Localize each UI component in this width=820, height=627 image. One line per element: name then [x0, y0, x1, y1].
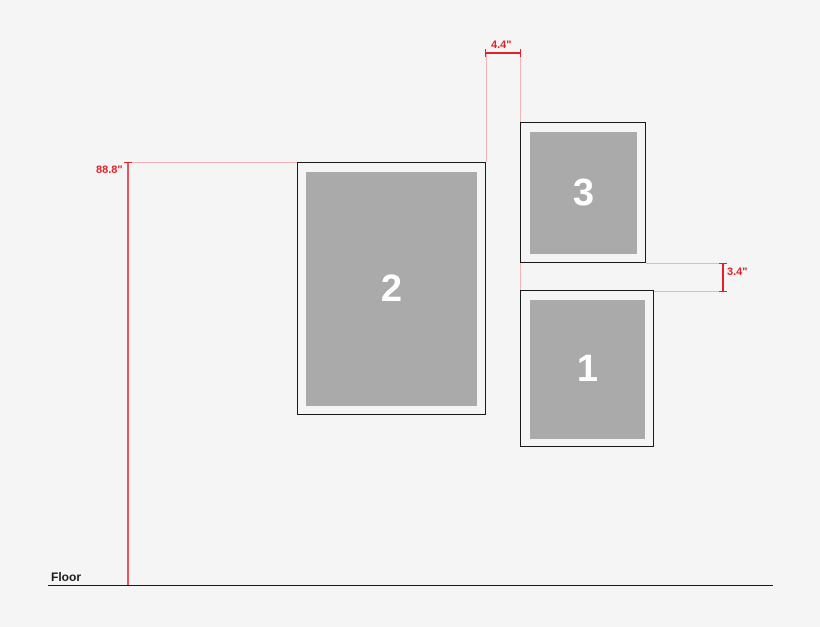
horizontal-gap-label: 4.4" — [491, 39, 512, 51]
vgap-extension-bottom — [654, 291, 723, 292]
height-dimension-label: 88.8" — [96, 164, 123, 176]
height-dimension-tick — [124, 162, 132, 163]
floor-line — [48, 585, 773, 586]
alignment-line — [520, 263, 521, 291]
frame-2[interactable]: 2 — [297, 162, 486, 415]
floor-label: Floor — [51, 570, 81, 584]
frame-3-label: 3 — [572, 171, 595, 214]
frame-3[interactable]: 3 — [520, 122, 646, 263]
frame-2-label: 2 — [380, 267, 403, 310]
gap-extension-right — [520, 53, 521, 122]
horizontal-gap-tick-right — [520, 49, 521, 57]
frame-1-artwork: 1 — [530, 300, 645, 439]
vertical-gap-tick-bottom — [719, 291, 727, 292]
vertical-gap-dimension-line — [722, 263, 724, 292]
gap-extension-left — [486, 53, 487, 162]
horizontal-gap-tick-left — [485, 49, 486, 57]
vertical-gap-label: 3.4" — [727, 266, 748, 278]
horizontal-gap-dimension-line — [486, 52, 521, 54]
frame-1-label: 1 — [576, 348, 599, 390]
vgap-extension-top — [646, 263, 723, 264]
frame-3-artwork: 3 — [530, 132, 637, 254]
height-extension-line — [128, 162, 297, 163]
frame-1[interactable]: 1 — [520, 290, 654, 447]
frame-2-artwork: 2 — [306, 172, 477, 406]
height-dimension-line — [127, 162, 129, 585]
vertical-gap-tick-top — [719, 263, 727, 264]
